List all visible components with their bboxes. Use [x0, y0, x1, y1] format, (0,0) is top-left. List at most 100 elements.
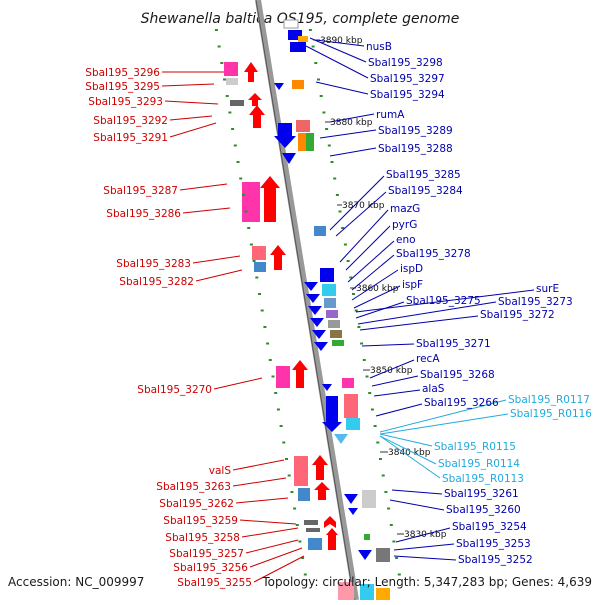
gene-label: Sbal195_3275	[406, 295, 481, 307]
gene-arrow	[248, 93, 262, 106]
gene-arrow	[274, 123, 296, 148]
gene-label: Sbal195_3289	[378, 125, 453, 137]
gene-label: Sbal195_3254	[452, 521, 527, 533]
callout-line	[315, 81, 369, 95]
gene-arrow	[348, 508, 358, 515]
backbone-line	[255, 0, 359, 601]
gene-block	[226, 78, 238, 85]
kbp-tick-label: 3840 kbp	[388, 448, 431, 458]
gene-arrow	[312, 330, 326, 339]
gene-label: Sbal195_3291	[93, 132, 168, 144]
gene-label: Sbal195_3278	[396, 248, 471, 260]
gene-label: Sbal195_3296	[85, 67, 160, 79]
gene-label: Sbal195_3284	[388, 185, 463, 197]
callout-line	[239, 519, 297, 525]
kbp-tick-label: 3870 kbp	[342, 201, 385, 211]
gene-arrow	[314, 342, 328, 351]
gene-arrow	[310, 318, 324, 327]
forward-strand-genes	[224, 62, 354, 600]
callout-line	[335, 191, 387, 237]
callout-line	[357, 301, 497, 325]
callout-line	[379, 433, 433, 447]
gene-label: Sbal195_3252	[458, 554, 533, 566]
rna-gene-labels: Sbal195_R0117 Sbal195_R0116 Sbal195_R011…	[434, 394, 592, 485]
gene-block	[298, 36, 308, 42]
gene-block	[322, 284, 336, 296]
rna-label: Sbal195_R0115	[434, 441, 516, 453]
gene-label: alaS	[422, 383, 445, 395]
callout-line	[391, 489, 443, 495]
callout-line	[161, 83, 215, 87]
gene-label: Sbal195_3271	[416, 338, 491, 350]
kbp-tick-label: 3860 kbp	[356, 284, 399, 294]
gene-label: eno	[396, 234, 416, 246]
gene-label: Sbal195_3286	[106, 208, 181, 220]
gene-arrow	[260, 176, 280, 222]
gene-block	[320, 268, 334, 282]
gene-label: Sbal195_3282	[119, 276, 194, 288]
gene-block	[252, 246, 266, 260]
rna-label: Sbal195_R0117	[508, 394, 590, 406]
callout-line	[164, 100, 219, 105]
gene-label: Sbal195_3258	[165, 532, 240, 544]
summary-text: Topology: circular; Length: 5,347,283 bp…	[261, 575, 592, 589]
gene-block	[292, 80, 304, 89]
gene-label: ispF	[402, 279, 423, 291]
callout-line	[345, 225, 391, 271]
gene-block	[294, 456, 308, 486]
gene-label: Sbal195_3273	[498, 296, 573, 308]
callout-line	[379, 435, 441, 479]
gene-label: Sbal195_3255	[177, 577, 252, 589]
gene-arrow	[304, 282, 318, 291]
accession-text: Accession: NC_009997	[8, 575, 144, 589]
gene-block	[254, 262, 266, 272]
forward-gene-labels: Sbal195_3296 Sbal195_3295 Sbal195_3293 S…	[85, 67, 252, 589]
gene-block	[230, 100, 244, 106]
gene-arrow	[344, 494, 358, 504]
callout-line	[319, 129, 377, 139]
gene-block	[242, 182, 260, 222]
rna-label: Sbal195_R0116	[510, 408, 592, 420]
gene-arrow	[292, 360, 308, 388]
callout-line	[253, 555, 305, 583]
gene-arrow	[312, 455, 328, 480]
reverse-gene-labels: nusB Sbal195_3298 Sbal195_3297 Sbal195_3…	[366, 41, 573, 566]
gene-block	[362, 490, 376, 508]
gene-block	[364, 534, 370, 540]
gene-label: Sbal195_3293	[88, 96, 163, 108]
callout-line	[329, 175, 385, 231]
gene-arrow	[282, 153, 296, 164]
gene-label: Sbal195_3259	[163, 515, 238, 527]
gene-label: Sbal195_3266	[424, 397, 499, 409]
gene-label: Sbal195_3256	[173, 562, 248, 574]
gene-label: nusB	[366, 41, 392, 53]
gene-arrow	[326, 528, 338, 550]
kbp-tick-label: 3880 kbp	[330, 118, 373, 128]
gene-block	[298, 488, 310, 501]
ruler-ticks	[214, 29, 401, 576]
callout-line	[241, 527, 299, 538]
genome-backbone	[255, 0, 359, 601]
callout-line	[249, 547, 303, 568]
gene-block	[360, 584, 374, 600]
gene-block	[342, 378, 354, 388]
callout-line	[379, 413, 509, 435]
callout-line	[379, 399, 507, 433]
callout-line	[329, 113, 375, 123]
gene-block	[290, 42, 306, 52]
gene-label: Sbal195_3283	[116, 258, 191, 270]
gene-block	[306, 528, 320, 532]
gene-label: mazG	[390, 203, 420, 215]
callout-line	[371, 375, 419, 387]
reverse-strand-genes	[274, 19, 390, 600]
kbp-tick-label: 3830 kbp	[404, 530, 447, 540]
gene-label: Sbal195_3262	[159, 498, 234, 510]
kbp-ticks: 3890 kbp 3880 kbp 3870 kbp 3860 kbp 3850…	[313, 36, 447, 540]
callout-line	[351, 269, 399, 301]
gene-block	[288, 30, 302, 40]
callout-line	[389, 499, 445, 511]
callout-line	[395, 527, 451, 543]
callout-line	[169, 122, 217, 138]
gene-block	[298, 133, 306, 151]
